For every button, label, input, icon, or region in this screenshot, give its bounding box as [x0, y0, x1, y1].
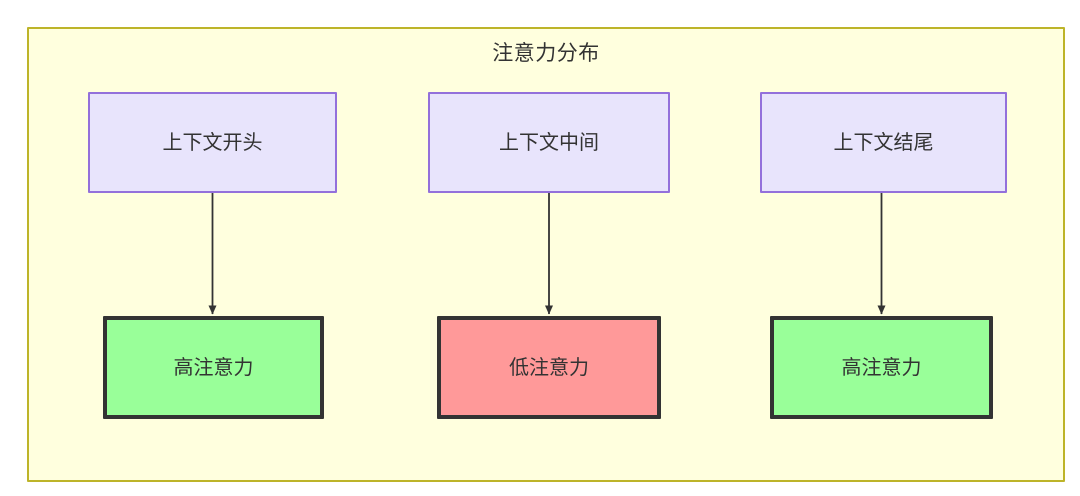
subgraph-title: 注意力分布 — [492, 42, 600, 65]
node-high-attention-end[interactable]: 高注意力 — [770, 316, 993, 419]
node-context-start[interactable]: 上下文开头 — [88, 92, 337, 193]
node-context-end[interactable]: 上下文结尾 — [760, 92, 1007, 193]
node-high-attention-start[interactable]: 高注意力 — [103, 316, 324, 419]
node-context-middle[interactable]: 上下文中间 — [428, 92, 670, 193]
node-low-attention-middle[interactable]: 低注意力 — [437, 316, 661, 419]
